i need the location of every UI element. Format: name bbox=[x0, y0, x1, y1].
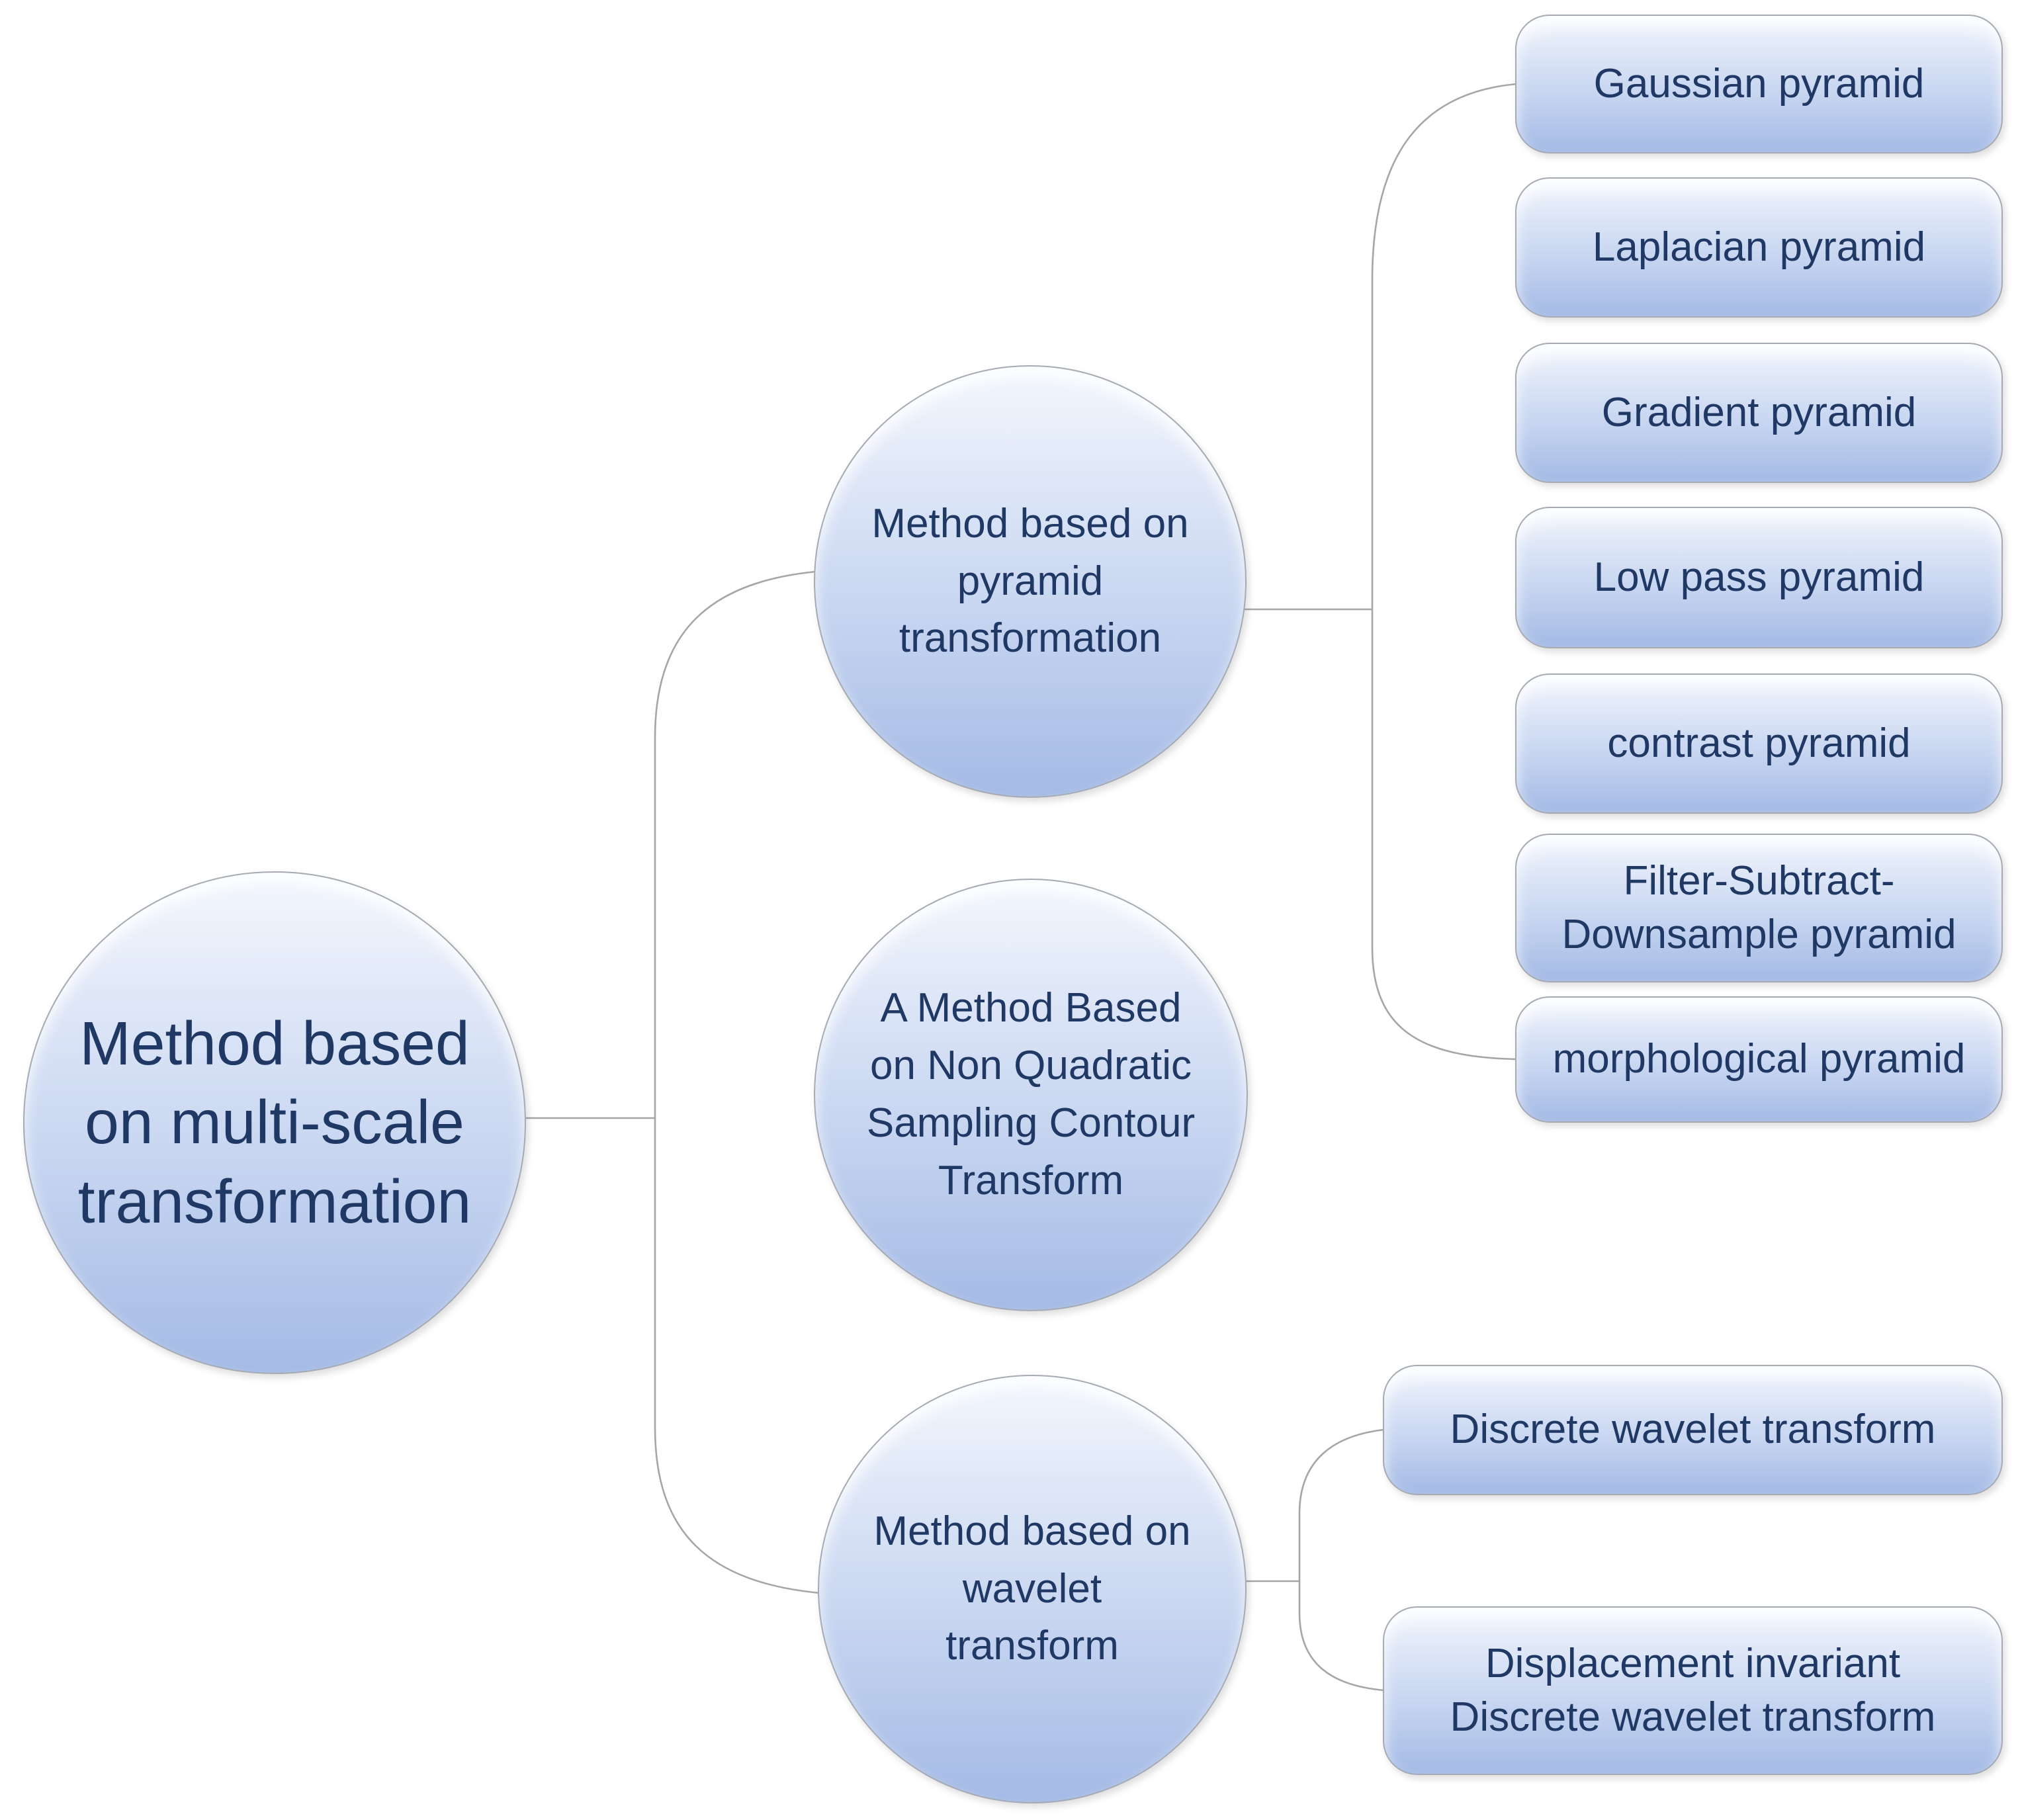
connector-wavelet-bracket bbox=[1298, 1428, 1385, 1692]
branch-contour-label-line: on Non Quadratic bbox=[870, 1043, 1192, 1089]
branch-wavelet-label-line: Method based on bbox=[873, 1508, 1191, 1554]
root-node-multi-scale-transformation: Method based on multi-scale transformati… bbox=[23, 871, 526, 1374]
leaf-node-filter-subtract-downsample-pyramid: Filter-Subtract- Downsample pyramid bbox=[1515, 834, 2003, 982]
branch-pyramid-label-line: Method based on bbox=[871, 500, 1189, 546]
root-node-label-line: Method based bbox=[79, 1009, 470, 1078]
leaf-label-line: Downsample pyramid bbox=[1561, 911, 1956, 957]
branch-contour-label-line: Transform bbox=[938, 1157, 1124, 1203]
leaf-node-laplacian-pyramid: Laplacian pyramid bbox=[1515, 177, 2003, 318]
leaf-node-low-pass-pyramid: Low pass pyramid bbox=[1515, 507, 2003, 648]
branch-node-wavelet-transform: Method based on wavelet transform bbox=[818, 1375, 1247, 1803]
leaf-node-gradient-pyramid: Gradient pyramid bbox=[1515, 343, 2003, 483]
leaf-label: contrast pyramid bbox=[1607, 720, 1911, 766]
leaf-label-line: Discrete wavelet transform bbox=[1450, 1694, 1936, 1740]
root-node-label-line: on multi-scale bbox=[85, 1088, 464, 1157]
leaf-label: Gradient pyramid bbox=[1601, 389, 1917, 435]
connector-pyramid-bracket bbox=[1371, 83, 1517, 1061]
branch-contour-label-line: A Method Based bbox=[880, 985, 1182, 1031]
leaf-node-discrete-wavelet-transform: Discrete wavelet transform bbox=[1383, 1365, 2003, 1495]
leaf-label: morphological pyramid bbox=[1552, 1036, 1966, 1082]
branch-wavelet-label-line: wavelet bbox=[962, 1565, 1102, 1612]
branch-pyramid-label-line: transformation bbox=[899, 615, 1162, 662]
leaf-label: Discrete wavelet transform bbox=[1450, 1407, 1936, 1453]
branch-pyramid-label-line: pyramid bbox=[957, 558, 1104, 604]
branch-wavelet-label-line: transform bbox=[945, 1623, 1119, 1669]
branch-node-non-quadratic-sampling-contour-transform: A Method Based on Non Quadratic Sampling… bbox=[814, 879, 1248, 1311]
leaf-node-contrast-pyramid: contrast pyramid bbox=[1515, 673, 2003, 814]
leaf-node-morphological-pyramid: morphological pyramid bbox=[1515, 996, 2003, 1123]
leaf-label: Gaussian pyramid bbox=[1593, 60, 1925, 107]
root-node-label-line: transformation bbox=[77, 1166, 472, 1236]
connector-root-bracket bbox=[654, 570, 821, 1594]
leaf-label-line: Displacement invariant bbox=[1485, 1640, 1901, 1686]
branch-node-pyramid-transformation: Method based on pyramid transformation bbox=[814, 365, 1247, 798]
leaf-node-displacement-invariant-discrete-wavelet-transform: Displacement invariant Discrete wavelet … bbox=[1383, 1606, 2003, 1775]
branch-contour-label-line: Sampling Contour bbox=[866, 1100, 1196, 1146]
leaf-label-line: Filter-Subtract- bbox=[1623, 857, 1895, 904]
leaf-label: Laplacian pyramid bbox=[1592, 224, 1926, 270]
leaf-node-gaussian-pyramid: Gaussian pyramid bbox=[1515, 15, 2003, 153]
leaf-label: Low pass pyramid bbox=[1593, 554, 1925, 600]
